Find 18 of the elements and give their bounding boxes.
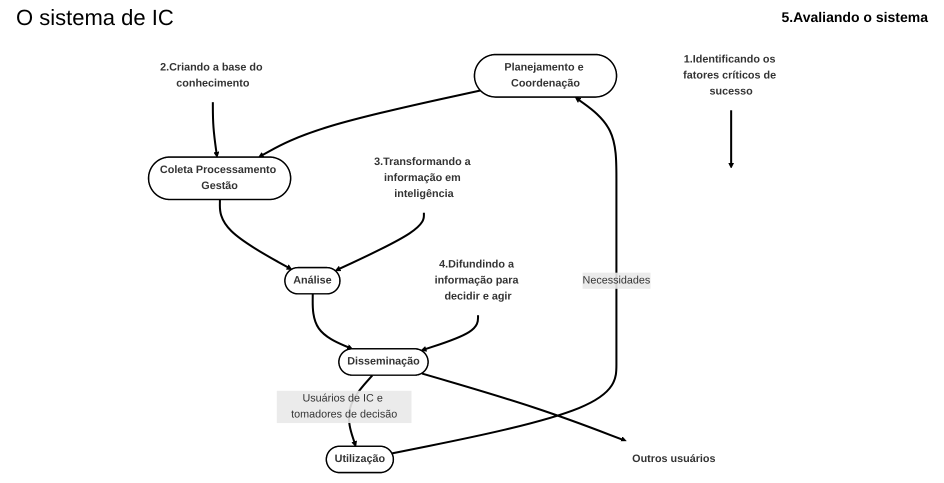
arrow: [420, 315, 480, 352]
arrow: [728, 110, 734, 168]
arrow: [392, 97, 618, 454]
edge-label: Usuários de IC e tomadores de decisão: [291, 392, 398, 420]
arrow: [218, 200, 292, 270]
edge-label: Necessidades: [582, 274, 650, 286]
node-text: 3.Transformando a informação em inteligência: [374, 156, 471, 200]
node-text: 2.Criando a base do conhecimento: [160, 62, 263, 90]
node-text: 1.Identificando os fatores críticos de sucesso: [683, 54, 776, 98]
arrow: [258, 90, 481, 158]
diagram-title: O sistema de IC: [16, 5, 174, 31]
arrow: [312, 294, 353, 350]
arrow: [334, 212, 425, 272]
node-text: 4.Difundindo a informação para decidir e agir: [434, 258, 518, 302]
note-text: 5.Avaliando o sistema: [781, 9, 928, 25]
node-text: Outros usuários: [632, 453, 716, 465]
arrow: [212, 102, 220, 158]
arrow: [422, 372, 627, 442]
